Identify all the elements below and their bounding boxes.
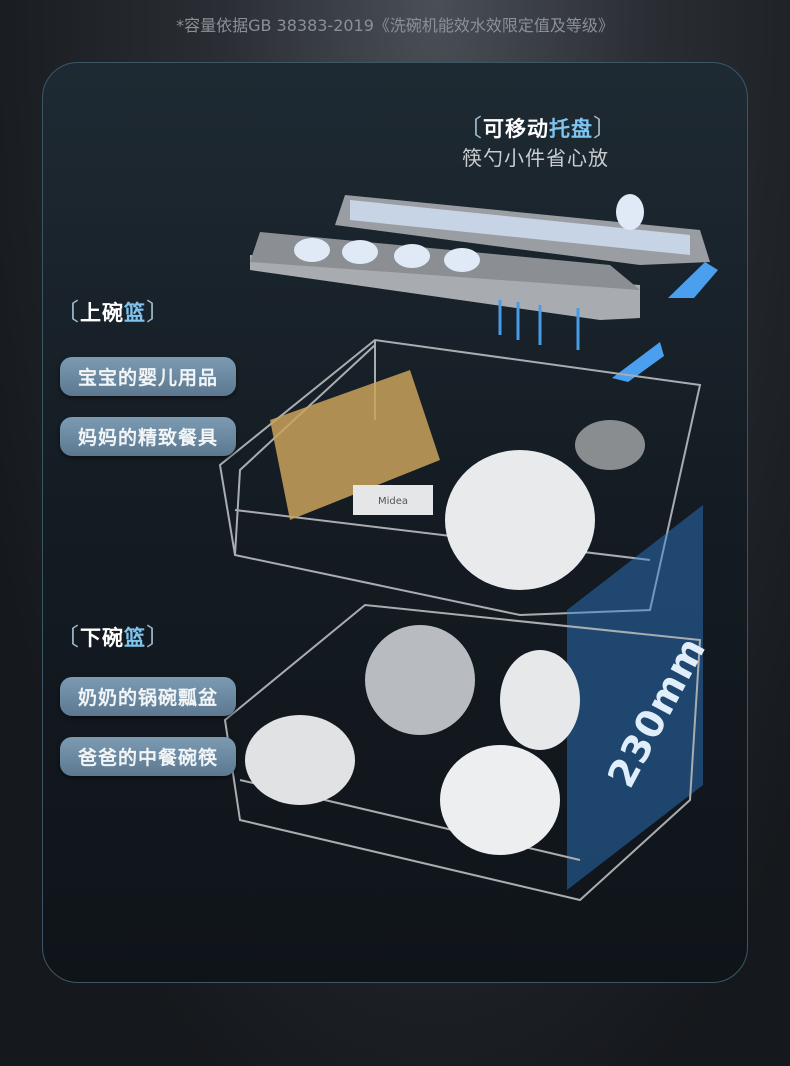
bracket-left: 〔 <box>55 623 80 651</box>
tray-title-blue: 托盘 <box>549 117 593 141</box>
lower-rack-contents <box>245 625 580 855</box>
lower-rack-title-white: 下碗 <box>80 626 124 650</box>
removable-tray <box>250 194 710 350</box>
tray-subtitle: 筷勺小件省心放 <box>462 146 609 170</box>
move-arrows <box>612 262 718 382</box>
bracket-left: 〔 <box>55 298 80 326</box>
capacity-footnote: *容量依据GB 38383-2019《洗碗机能效水效限定值及等级》 <box>176 16 614 35</box>
tray-heading: 〔可移动托盘〕 <box>458 108 618 143</box>
upper-rack-title-blue: 篮 <box>124 301 146 325</box>
tray-title-white: 可移动 <box>483 117 549 141</box>
lower-rack-title-blue: 篮 <box>124 626 146 650</box>
upper-rack-item-tableware: 妈妈的精致餐具 <box>60 417 236 456</box>
bracket-right: 〕 <box>146 298 171 326</box>
lower-rack-heading: 〔下碗篮〕 <box>55 617 171 652</box>
upper-rack-heading: 〔上碗篮〕 <box>55 292 171 327</box>
brand-logo: Midea <box>378 496 408 507</box>
lower-rack-item-bowls: 爸爸的中餐碗筷 <box>60 737 236 776</box>
bracket-right: 〕 <box>146 623 171 651</box>
upper-rack-contents: Midea <box>270 370 645 590</box>
upper-rack-title-white: 上碗 <box>80 301 124 325</box>
lower-rack-item-pots: 奶奶的锅碗瓢盆 <box>60 677 236 716</box>
bracket-left: 〔 <box>458 114 483 142</box>
upper-rack-item-baby: 宝宝的婴儿用品 <box>60 357 236 396</box>
height-indicator-box <box>567 505 703 890</box>
bracket-right: 〕 <box>593 114 618 142</box>
